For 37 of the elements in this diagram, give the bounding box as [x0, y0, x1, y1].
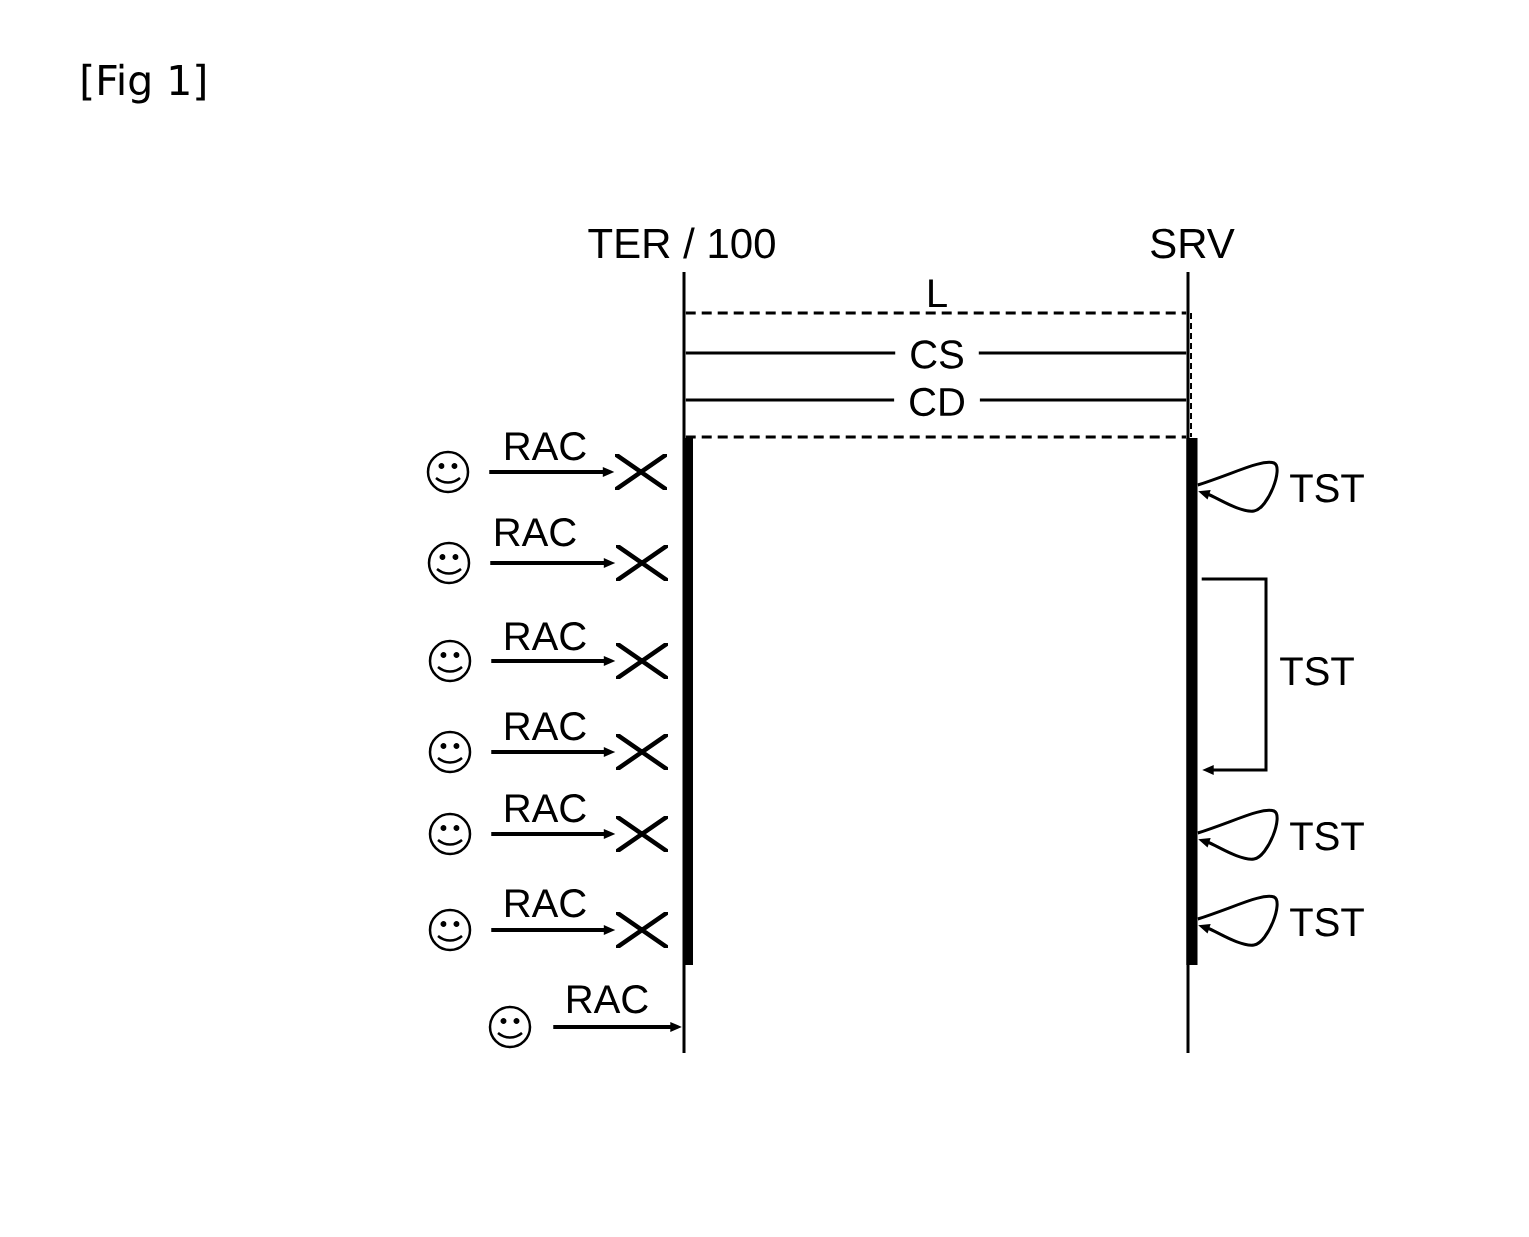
loop-arrow [1197, 894, 1279, 947]
cross-mark [616, 643, 668, 679]
smiley-icon [428, 730, 472, 774]
edge-label: RAC [500, 887, 590, 919]
dashed-line [685, 311, 1187, 315]
edge-label: CD [894, 386, 980, 418]
smiley-icon [428, 812, 472, 856]
edge-label: RAC [500, 710, 590, 742]
edge-label: TST [1287, 820, 1367, 852]
lifeline-label: TER / 100 [588, 227, 775, 259]
smiley-icon [426, 450, 470, 494]
edge-label: TST [1287, 472, 1367, 504]
edge-label: RAC [490, 516, 580, 548]
edge-label: RAC [500, 620, 590, 652]
edge-label: RAC [500, 792, 590, 824]
bracket-arrow [1201, 577, 1268, 775]
dashed-line [685, 435, 1187, 439]
edge-label: RAC [500, 430, 590, 462]
smiley-icon [428, 908, 472, 952]
loop-arrow [1197, 808, 1279, 861]
edge-label: RAC [562, 983, 652, 1015]
smiley-icon [488, 1005, 532, 1049]
lifeline-label: SRV [1151, 228, 1235, 259]
smiley-icon [428, 639, 472, 683]
edge-label: L [923, 278, 951, 309]
edge-label: TST [1287, 906, 1367, 938]
loop-arrow [1197, 460, 1279, 513]
cross-mark [616, 816, 668, 852]
cross-mark [616, 545, 668, 581]
cross-mark [616, 912, 668, 948]
cross-mark [616, 734, 668, 770]
edge-label: CS [895, 338, 979, 371]
edge-label: TST [1277, 655, 1357, 687]
smiley-icon [427, 541, 471, 585]
activation-bar [683, 438, 693, 965]
cross-mark [615, 454, 667, 490]
figure-title: [Fig 1] [82, 63, 205, 104]
